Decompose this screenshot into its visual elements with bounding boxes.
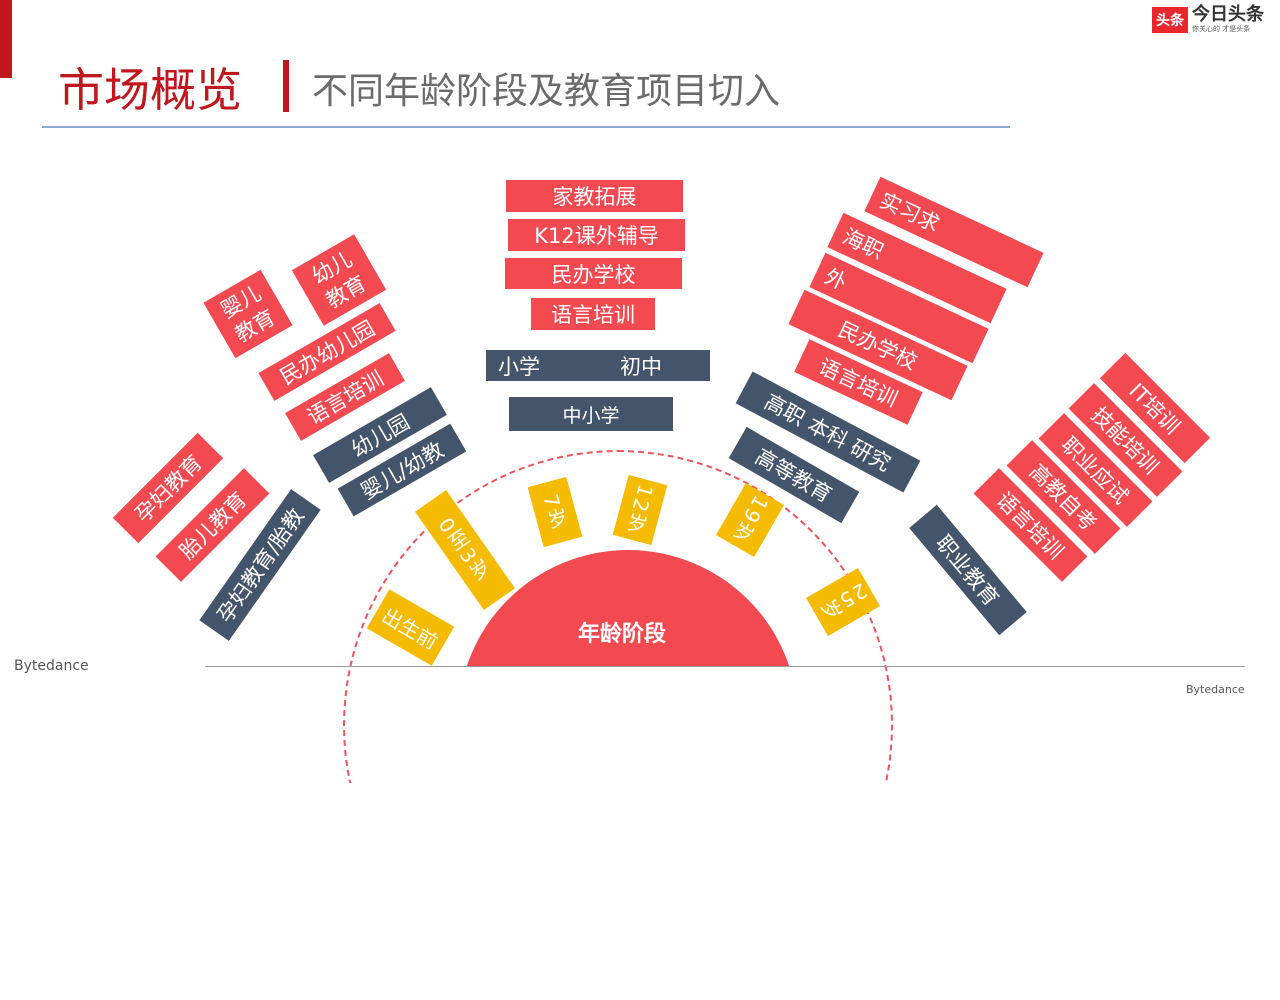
stage-middle: 初中 (620, 354, 662, 379)
page-title: 市场概览 (58, 63, 242, 117)
logo-name: 今日头条 (1192, 4, 1264, 25)
box-k12: K12课外辅导 (508, 219, 685, 251)
stage-primary: 小学 (498, 354, 540, 379)
footer-right: Bytedance (1186, 683, 1245, 696)
box-home-tutoring: 家教拓展 (506, 180, 683, 212)
toutiao-logo: 头条 今日头条你关心的 才是头条 (1152, 6, 1264, 33)
box-language: 语言培训 (531, 298, 655, 330)
logo-badge: 头条 (1152, 6, 1188, 33)
box-private-school: 民办学校 (505, 258, 682, 289)
stage-primary-middle: 小学 初中 (486, 350, 710, 381)
stage-k12: 中小学 (509, 397, 673, 431)
title-separator (283, 60, 289, 112)
accent-bar (0, 0, 12, 78)
core-label: 年龄阶段 (578, 622, 667, 647)
box-infant-edu: 婴儿教育 (203, 269, 293, 359)
logo-slogan: 你关心的 才是头条 (1192, 25, 1251, 33)
footer-line (205, 666, 1245, 667)
page-subtitle: 不同年龄阶段及教育项目切入 (312, 71, 781, 112)
footer-left: Bytedance (14, 658, 89, 674)
header-divider (42, 126, 1010, 128)
